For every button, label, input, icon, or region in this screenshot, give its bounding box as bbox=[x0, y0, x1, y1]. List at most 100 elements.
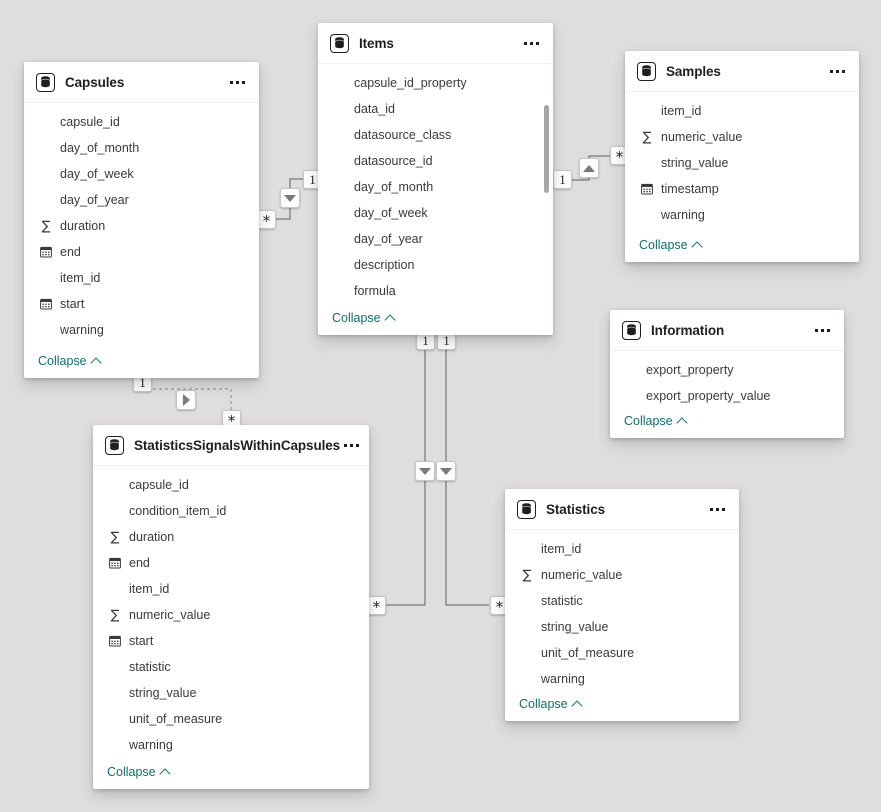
table-header[interactable]: Items bbox=[318, 23, 553, 64]
field-name: export_property bbox=[646, 363, 734, 377]
field-row[interactable]: unit_of_measure bbox=[505, 640, 739, 666]
field-row[interactable]: day_of_month bbox=[24, 135, 259, 161]
calendar-icon bbox=[40, 298, 52, 310]
arrow-up-icon bbox=[583, 165, 595, 172]
field-list: item_id∑numeric_valuestring_valuetimesta… bbox=[625, 92, 859, 234]
field-row[interactable]: timestamp bbox=[625, 176, 859, 202]
field-row[interactable]: statistic bbox=[505, 588, 739, 614]
cross-filter-direction-items-samples[interactable] bbox=[579, 158, 599, 178]
field-row[interactable]: condition_item_id bbox=[93, 498, 369, 524]
arrow-right-icon bbox=[183, 394, 190, 406]
database-glyph bbox=[109, 439, 120, 451]
field-row[interactable]: formula bbox=[318, 278, 553, 304]
field-row[interactable]: datasource_class bbox=[318, 122, 553, 148]
collapse-button[interactable]: Collapse bbox=[625, 234, 859, 262]
sigma-icon: ∑ bbox=[42, 220, 51, 233]
table-card-items[interactable]: Itemscapsule_id_propertydata_iddatasourc… bbox=[318, 23, 553, 335]
calendar-icon bbox=[40, 246, 52, 258]
field-row[interactable]: start bbox=[24, 291, 259, 317]
table-card-information[interactable]: Information export_property export_propert… bbox=[610, 310, 844, 438]
collapse-button[interactable]: Collapse bbox=[24, 350, 259, 378]
collapse-button[interactable]: Collapse bbox=[93, 761, 369, 789]
more-options-icon[interactable] bbox=[826, 64, 849, 79]
database-glyph bbox=[641, 65, 652, 77]
field-row[interactable]: ∑duration bbox=[93, 524, 369, 550]
more-options-icon[interactable] bbox=[340, 438, 363, 453]
table-card-samples[interactable]: Samplesitem_id∑numeric_valuestring_value… bbox=[625, 51, 859, 262]
field-row[interactable]: item_id bbox=[625, 98, 859, 124]
field-row[interactable]: ∑duration bbox=[24, 213, 259, 239]
field-name: item_id bbox=[129, 582, 169, 596]
table-card-capsules[interactable]: Capsules capsule_idday_of_monthday_of_wee… bbox=[24, 62, 259, 378]
field-type-icon-sigma: ∑ bbox=[107, 609, 123, 622]
field-row[interactable]: warning bbox=[625, 202, 859, 228]
collapse-button[interactable]: Collapse bbox=[318, 307, 553, 335]
field-row[interactable]: statistic bbox=[93, 654, 369, 680]
field-list: capsule_idday_of_monthday_of_week day_of_… bbox=[24, 103, 259, 350]
field-row[interactable]: day_of_week bbox=[24, 161, 259, 187]
field-row[interactable]: item_id bbox=[93, 576, 369, 602]
field-row[interactable]: data_id bbox=[318, 96, 553, 122]
field-row[interactable]: description bbox=[318, 252, 553, 278]
cross-filter-direction-items-ssdc[interactable] bbox=[415, 461, 435, 481]
field-row[interactable]: day_of_month bbox=[318, 174, 553, 200]
field-row[interactable]: warning bbox=[505, 666, 739, 692]
field-row[interactable]: item_id bbox=[505, 536, 739, 562]
field-row[interactable]: export_property_value bbox=[610, 383, 844, 409]
more-options-icon[interactable] bbox=[811, 323, 834, 338]
field-row[interactable]: ∑numeric_value bbox=[625, 124, 859, 150]
table-database-icon bbox=[36, 73, 55, 92]
collapse-button[interactable]: Collapse bbox=[610, 410, 844, 438]
field-row[interactable]: datasource_id bbox=[318, 148, 553, 174]
to-cardinality-badge-items-ssdc[interactable]: * bbox=[367, 596, 386, 615]
field-type-icon-calendar bbox=[107, 635, 123, 647]
field-row[interactable]: export_property bbox=[610, 357, 844, 383]
field-row[interactable]: string_value bbox=[93, 680, 369, 706]
cross-filter-direction-capsules-items[interactable] bbox=[280, 188, 300, 208]
table-header[interactable]: Samples bbox=[625, 51, 859, 92]
field-row[interactable]: day_of_year bbox=[24, 187, 259, 213]
table-database-icon bbox=[622, 321, 641, 340]
field-row[interactable]: end bbox=[93, 550, 369, 576]
table-header[interactable]: Information bbox=[610, 310, 844, 351]
field-name: start bbox=[129, 634, 153, 648]
field-row[interactable]: capsule_id bbox=[24, 109, 259, 135]
field-row[interactable]: end bbox=[24, 239, 259, 265]
field-row[interactable]: capsule_id_property bbox=[318, 70, 553, 96]
table-title: Capsules bbox=[65, 75, 124, 90]
field-row[interactable]: ∑numeric_value bbox=[505, 562, 739, 588]
collapse-button[interactable]: Collapse bbox=[505, 693, 739, 721]
more-options-icon[interactable] bbox=[226, 75, 249, 90]
table-header[interactable]: Capsules bbox=[24, 62, 259, 103]
field-row[interactable]: warning bbox=[93, 732, 369, 758]
field-row[interactable]: ∑numeric_value bbox=[93, 602, 369, 628]
field-row[interactable]: item_id bbox=[24, 265, 259, 291]
from-cardinality-badge-capsules-items[interactable]: * bbox=[257, 210, 276, 229]
vertical-scrollbar[interactable] bbox=[544, 105, 549, 193]
from-cardinality-badge-items-samples[interactable]: 1 bbox=[553, 170, 572, 189]
field-name: statistic bbox=[541, 594, 583, 608]
more-options-icon[interactable] bbox=[706, 502, 729, 517]
field-name: string_value bbox=[129, 686, 196, 700]
field-row[interactable]: day_of_week bbox=[318, 200, 553, 226]
table-card-statistics[interactable]: Statistics item_id∑numeric_value statistic… bbox=[505, 489, 739, 721]
field-row[interactable]: start bbox=[93, 628, 369, 654]
table-header[interactable]: Statistics bbox=[505, 489, 739, 530]
field-name: start bbox=[60, 297, 84, 311]
field-name: unit_of_measure bbox=[129, 712, 222, 726]
field-row[interactable]: unit_of_measure bbox=[93, 706, 369, 732]
table-database-icon bbox=[105, 436, 124, 455]
field-row[interactable]: capsule_id bbox=[93, 472, 369, 498]
field-row[interactable]: string_value bbox=[505, 614, 739, 640]
cross-filter-direction-items-statistics[interactable] bbox=[436, 461, 456, 481]
table-card-statisticssignalswithincapsules[interactable]: StatisticsSignalsWithinCapsules capsule_i… bbox=[93, 425, 369, 789]
field-name: numeric_value bbox=[541, 568, 622, 582]
field-row[interactable]: string_value bbox=[625, 150, 859, 176]
field-row[interactable]: warning bbox=[24, 317, 259, 343]
field-row[interactable]: day_of_year bbox=[318, 226, 553, 252]
more-options-icon[interactable] bbox=[520, 36, 543, 51]
cross-filter-direction-capsules-ssdc[interactable] bbox=[176, 390, 196, 410]
field-name: day_of_year bbox=[60, 193, 129, 207]
table-header[interactable]: StatisticsSignalsWithinCapsules bbox=[93, 425, 369, 466]
